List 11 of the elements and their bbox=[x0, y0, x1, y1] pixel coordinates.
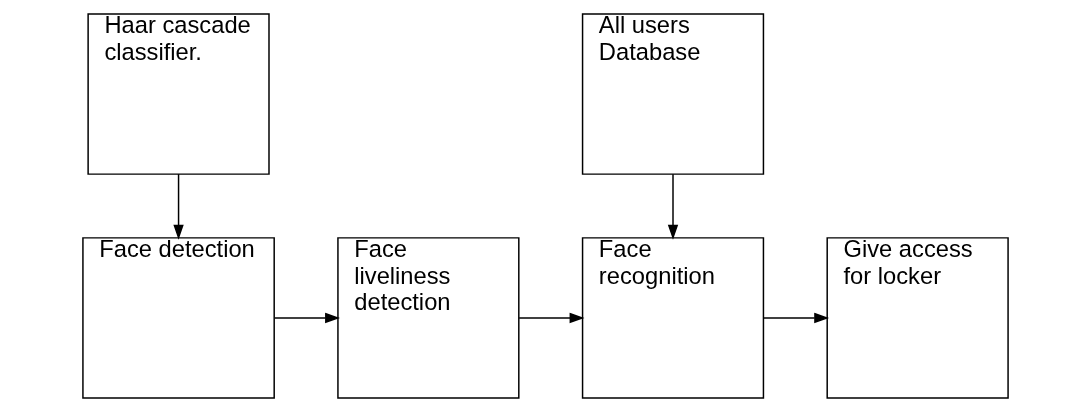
node-box: Face detection bbox=[82, 237, 275, 399]
node-box: Face liveliness detection bbox=[337, 237, 520, 399]
arrow bbox=[518, 312, 585, 324]
node-box: Haar cascade classifier. bbox=[87, 13, 270, 175]
arrow bbox=[173, 173, 184, 240]
arrow bbox=[763, 312, 830, 324]
node-box: Face recognition bbox=[581, 237, 765, 399]
node-box: Give access for locker bbox=[826, 237, 1009, 399]
node-box: All users Database bbox=[581, 13, 765, 175]
arrow bbox=[667, 173, 679, 240]
arrow bbox=[274, 312, 340, 324]
